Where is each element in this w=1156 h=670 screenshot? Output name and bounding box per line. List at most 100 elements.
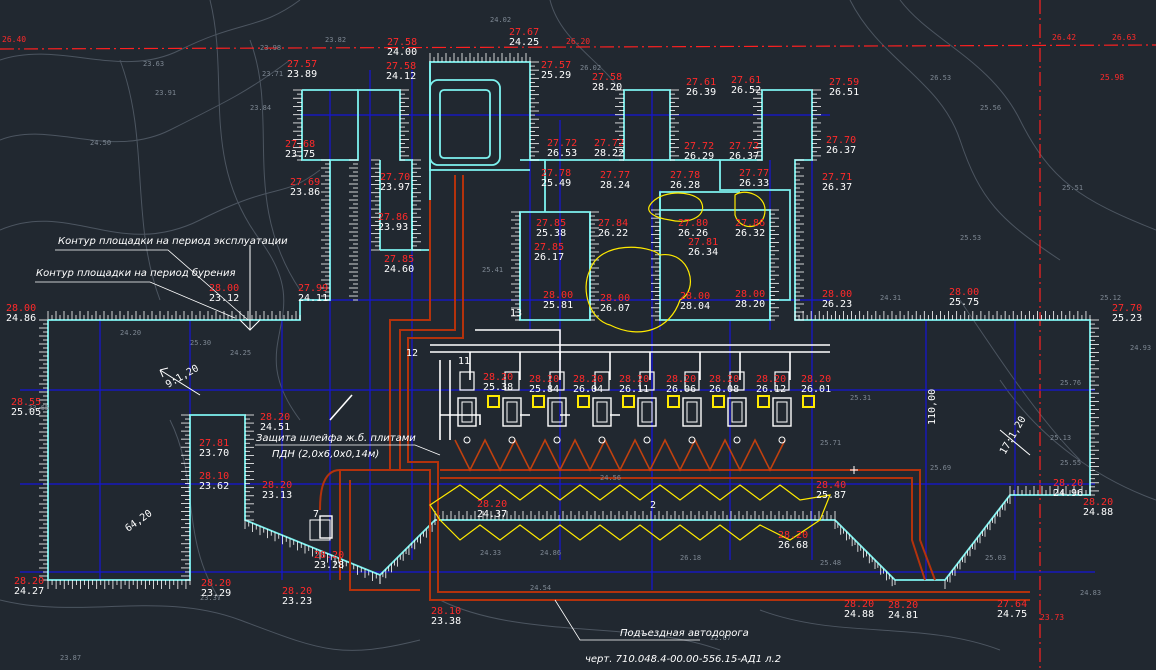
- survey-spot: 23.82: [325, 36, 346, 44]
- dimension-side: 64,20: [123, 508, 154, 534]
- elevation-existing: 26.04: [573, 384, 603, 395]
- elevation-proposed: 28.00: [600, 293, 630, 304]
- margin-label: 26.42: [1052, 33, 1076, 42]
- elevation-existing: 23.23: [282, 596, 312, 607]
- elevation-proposed: 28.20: [709, 374, 739, 385]
- elevation-proposed: 27.57: [287, 59, 317, 70]
- elevation-existing: 24.88: [1083, 507, 1113, 518]
- elevation-proposed: 27.67: [509, 27, 539, 38]
- elevation-proposed: 27.71: [822, 172, 852, 183]
- elevation-existing: 28.20: [592, 82, 622, 93]
- survey-spot: 24.50: [90, 139, 111, 147]
- survey-spot: 25.41: [482, 266, 503, 274]
- elevation-existing: 26.51: [829, 87, 859, 98]
- survey-spot: 25.31: [850, 394, 871, 402]
- survey-spot: 25.76: [1060, 379, 1081, 387]
- elevation-existing: 23.86: [290, 187, 320, 198]
- slope-hatching: [39, 53, 1099, 589]
- elevation-existing: 26.33: [739, 178, 769, 189]
- elevation-proposed: 28.00: [949, 287, 979, 298]
- elevation-existing: 24.96: [1053, 488, 1083, 499]
- elevation-proposed: 28.20: [529, 374, 559, 385]
- elevation-existing: 26.37: [729, 151, 759, 162]
- elevation-existing: 25.23: [1112, 313, 1142, 324]
- elevation-proposed: 28.20: [282, 586, 312, 597]
- survey-spot: 25.53: [960, 234, 981, 242]
- elevation-existing: 26.11: [619, 384, 649, 395]
- elevation-existing: 26.12: [756, 384, 786, 395]
- elevation-existing: 24.12: [386, 71, 416, 82]
- elevation-existing: 26.07: [600, 303, 630, 314]
- elevation-existing: 23.89: [287, 69, 317, 80]
- elevation-proposed: 28.20: [888, 600, 918, 611]
- survey-spot: 25.51: [1062, 184, 1083, 192]
- margin-label: 25.98: [1100, 73, 1124, 82]
- elevation-existing: 26.06: [666, 384, 696, 395]
- survey-spot: 25.48: [820, 559, 841, 567]
- elevation-proposed: 28.00: [735, 289, 765, 300]
- elevation-proposed: 27.58: [387, 37, 417, 48]
- process-piping: [329, 329, 830, 472]
- elevation-proposed: 28.20: [844, 599, 874, 610]
- equipment-units: [319, 371, 815, 539]
- elevation-proposed: 28.20: [801, 374, 831, 385]
- elevation-existing: 26.32: [735, 228, 765, 239]
- elevation-proposed: 27.70: [826, 135, 856, 146]
- slope-protection-label-1: Защита шлейфа ж.б. плитами: [256, 432, 416, 444]
- elevation-proposed: 27.72: [684, 141, 714, 152]
- contour-drilling-label: Контур площадки на период бурения: [36, 267, 235, 279]
- dimension-diag-left: 9:1,20: [164, 363, 201, 391]
- elevation-existing: 25.81: [543, 300, 573, 311]
- elevation-existing: 25.75: [949, 297, 979, 308]
- elevation-existing: 26.37: [822, 182, 852, 193]
- survey-spot: 23.71: [262, 70, 283, 78]
- survey-spot: 26.02: [580, 64, 601, 72]
- elevation-proposed: 27.84: [598, 218, 628, 229]
- survey-spot: 24.02: [490, 16, 511, 24]
- survey-spot: 25.69: [930, 464, 951, 472]
- elevation-proposed: 28.20: [262, 480, 292, 491]
- marker-13: 13: [510, 308, 522, 319]
- elevation-existing: 24.60: [384, 264, 414, 275]
- elevation-proposed: 27.78: [541, 168, 571, 179]
- elevation-existing: 24.00: [387, 47, 417, 58]
- survey-spot: 25.56: [980, 104, 1001, 112]
- elevation-proposed: 28.00: [6, 303, 36, 314]
- elevation-existing: 25.84: [529, 384, 559, 395]
- elevation-existing: 24.51: [260, 422, 290, 433]
- dimension-width: 110,00: [927, 389, 938, 425]
- elevation-existing: 28.04: [680, 301, 710, 312]
- elevation-proposed: 27.70: [380, 172, 410, 183]
- margin-label: 26.63: [1112, 33, 1136, 42]
- survey-spot: 24.25: [230, 349, 251, 357]
- elevation-proposed: 28.40: [816, 480, 846, 491]
- elevation-proposed: 27.85: [384, 254, 414, 265]
- elevation-existing: 26.39: [686, 87, 716, 98]
- elevation-proposed: 28.20: [619, 374, 649, 385]
- elevation-proposed: 27.77: [600, 170, 630, 181]
- survey-spot: 24.54: [530, 584, 551, 592]
- elevation-existing: 25.87: [816, 490, 846, 501]
- slope-protection-label-2: ПДН (2,0х6,0х0,14м): [272, 449, 379, 460]
- elevation-proposed: 27.57: [541, 60, 571, 71]
- elevation-proposed: 27.68: [285, 139, 315, 150]
- survey-spot: 23.37: [200, 594, 221, 602]
- survey-spot: 26.53: [930, 74, 951, 82]
- survey-spot-elevations: 24.0223.8223.7123.6323.9826.0226.5323.91…: [2, 16, 1151, 662]
- marker-12: 12: [406, 348, 418, 359]
- marker-11: 11: [458, 356, 470, 367]
- survey-spot: 24.83: [1080, 589, 1101, 597]
- elevation-existing: 26.23: [822, 299, 852, 310]
- survey-spot: 22.67: [710, 634, 731, 642]
- elevation-proposed: 28.20: [201, 578, 231, 589]
- elevation-proposed: 27.86: [378, 212, 408, 223]
- survey-spot: 24.20: [120, 329, 141, 337]
- survey-spot: 25.12: [1100, 294, 1121, 302]
- elevation-existing: 26.52: [731, 85, 761, 96]
- elevation-proposed: 27.58: [592, 72, 622, 83]
- elevation-proposed: 28.20: [1053, 478, 1083, 489]
- survey-spot: 24.31: [880, 294, 901, 302]
